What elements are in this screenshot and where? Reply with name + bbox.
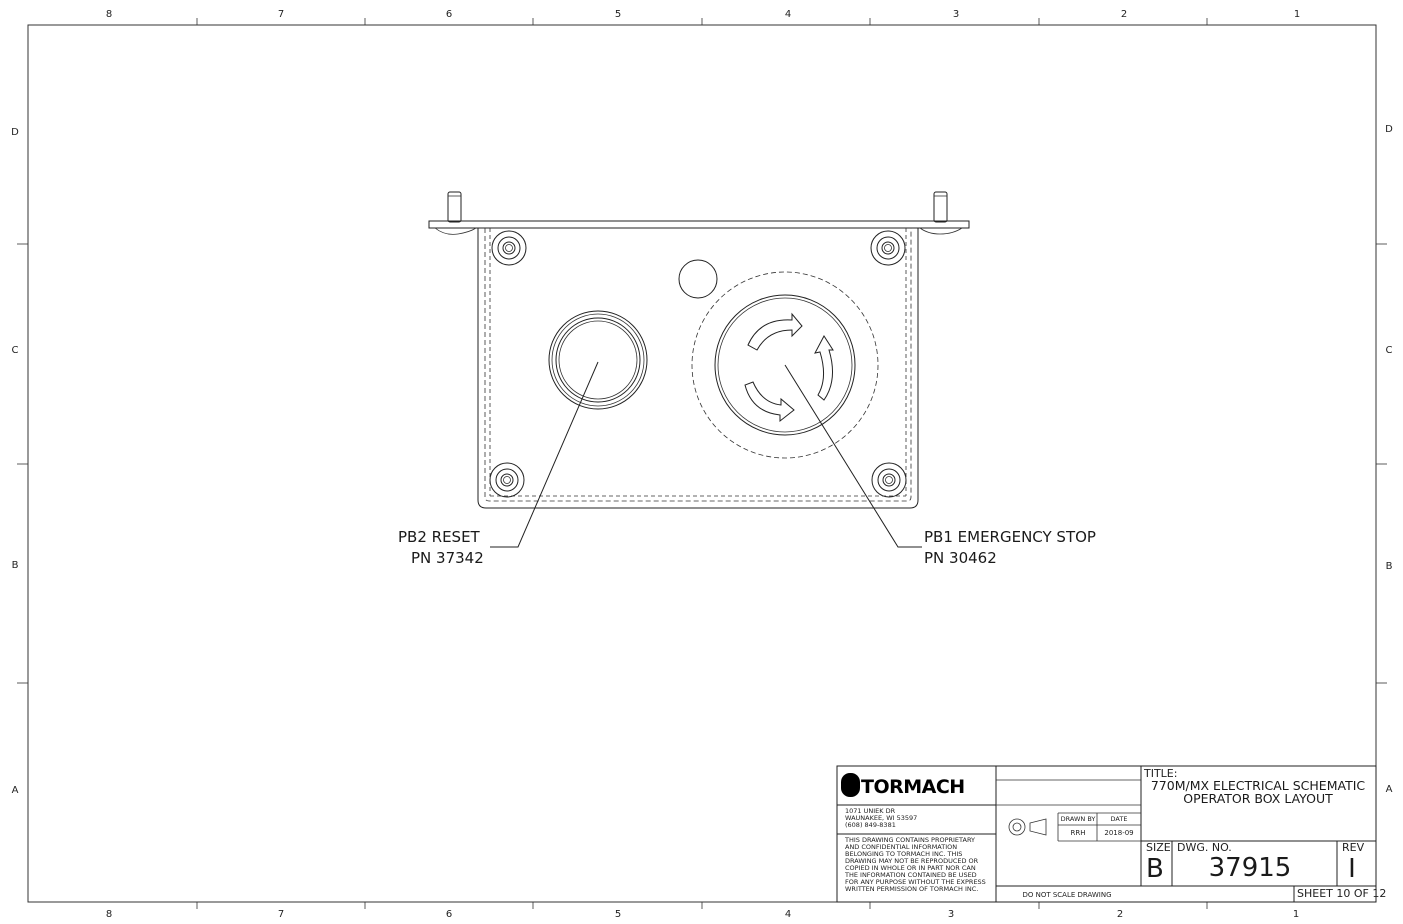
notice-line-1: THIS DRAWING CONTAINS PROPRIETARY [844,836,975,844]
screw-top-right [870,230,906,266]
zone-row-right-c: C [1386,345,1393,356]
zone-col-bottom-5: 5 [615,909,621,920]
scale-note: DO NOT SCALE DRAWING [1022,891,1111,899]
title-line-1: 770M/MX ELECTRICAL SCHEMATIC [1151,778,1366,793]
notice-line-5: COPIED IN WHOLE OR IN PART NOR CAN [845,864,976,872]
rev-value: I [1348,854,1356,884]
size-label: SIZE [1146,841,1171,854]
zone-row-left-a: A [12,785,19,796]
zone-col-top-6: 6 [446,9,452,20]
estop-leader-line [784,364,922,548]
notice-line-4: DRAWING MAY NOT BE REPRODUCED OR [845,857,979,865]
notice-line-2: AND CONFIDENTIAL INFORMATION [845,843,957,851]
zone-col-top-4: 4 [785,9,791,20]
zone-col-bottom-1: 1 [1293,909,1299,920]
rev-label: REV [1342,841,1365,854]
box-body [477,228,919,509]
zone-row-left-c: C [12,345,19,356]
drawn-by-label: DRAWN BY [1061,815,1096,823]
drawn-by-value: RRH [1071,829,1086,837]
reset-part-number: PN 37342 [411,549,484,567]
mounting-stud-left [447,191,462,223]
screw-top-left [491,230,527,266]
estop-part-number: PN 30462 [924,549,997,567]
screw-bottom-left [489,462,525,498]
dwg-no-value: 37915 [1209,853,1292,883]
third-angle-projection-icon [1008,818,1047,836]
indicator-hole [678,259,718,299]
notice-line-7: FOR ANY PURPOSE WITHOUT THE EXPRESS [845,878,986,886]
zone-col-top-3: 3 [953,9,959,20]
zone-col-top-5: 5 [615,9,621,20]
operator-box [428,191,970,548]
date-label: DATE [1111,815,1128,823]
size-value: B [1146,854,1164,884]
zone-col-bottom-6: 6 [446,909,452,920]
estop-label: PB1 EMERGENCY STOP [924,528,1096,546]
screw-bottom-right [871,462,907,498]
zone-row-left-d: D [11,127,19,138]
zone-col-top-1: 1 [1294,9,1300,20]
zone-row-left-b: B [12,560,19,571]
rotate-arrow-right [814,335,834,401]
title-block: TORMACH 1071 UNIEK DR WAUNAKEE, WI 53597… [836,765,1386,903]
reset-label: PB2 RESET [398,528,481,546]
zone-row-right-a: A [1386,784,1393,795]
logo-wordmark: TORMACH [861,776,965,798]
notice-line-3: BELONGING TO TORMACH INC. THIS [845,850,962,858]
zone-col-bottom-8: 8 [106,909,112,920]
title-label: TITLE: [1143,767,1177,780]
address-line-1: 1071 UNIEK DR [845,807,896,815]
mounting-stud-right [933,191,948,223]
zone-ticks [17,18,1387,909]
tormach-logo: TORMACH [841,773,965,798]
reset-leader-line [490,361,599,548]
top-flange [428,220,970,229]
zone-col-bottom-3: 3 [948,909,954,920]
rotate-arrow-top [747,312,803,351]
title-line-2: OPERATOR BOX LAYOUT [1183,791,1333,806]
address-line-2: WAUNAKEE, WI 53597 [845,814,917,822]
address-line-3: (608) 849-8381 [845,821,896,829]
zone-row-right-d: D [1385,124,1393,135]
zone-row-right-b: B [1386,561,1393,572]
zone-col-bottom-2: 2 [1117,909,1123,920]
zone-col-top-8: 8 [106,9,112,20]
dwg-no-label: DWG. NO. [1177,841,1232,854]
zone-col-top-2: 2 [1121,9,1127,20]
reset-button-outline [548,310,648,410]
date-value: 2018-09 [1104,829,1133,837]
notice-line-6: THE INFORMATION CONTAINED BE USED [844,871,977,879]
emergency-stop-outline [691,271,879,459]
notice-line-8: WRITTEN PERMISSION OF TORMACH INC. [845,885,978,893]
zone-col-top-7: 7 [278,9,284,20]
rotate-arrow-bottom [744,381,795,423]
zone-col-bottom-4: 4 [785,909,791,920]
sheet-number: SHEET 10 OF 12 [1297,887,1386,900]
zone-col-bottom-7: 7 [278,909,284,920]
